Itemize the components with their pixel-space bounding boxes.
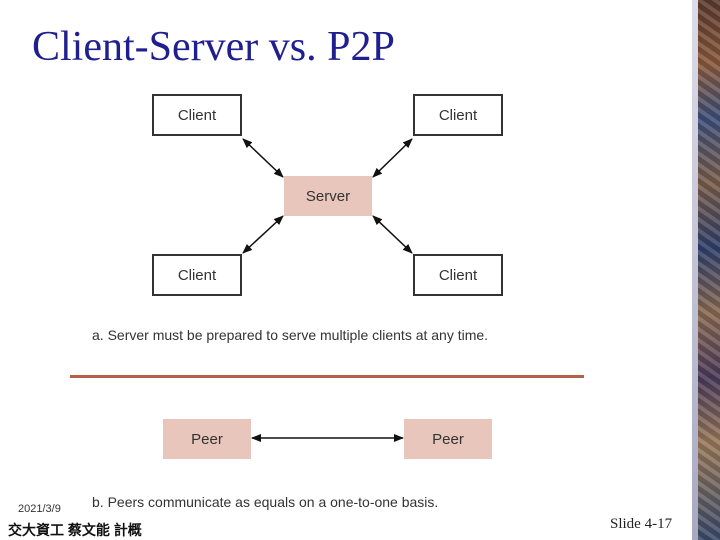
arrow-client-bottom-right (372, 215, 413, 254)
footer-organization: 交大資工 蔡文能 計概 (8, 522, 142, 538)
client-box-top-right: Client (413, 94, 503, 136)
footer-date: 2021/3/9 (18, 503, 61, 515)
caption-peer-to-peer: b. Peers communicate as equals on a one-… (92, 494, 439, 510)
client-box-bottom-right: Client (413, 254, 503, 296)
slide-number: Slide 4-17 (610, 516, 673, 532)
arrow-client-top-right (372, 138, 413, 178)
client-box-bottom-left: Client (152, 254, 242, 296)
client-box-top-left: Client (152, 94, 242, 136)
peer-box-right: Peer (404, 419, 492, 459)
slide-title: Client-Server vs. P2P (32, 24, 395, 70)
server-box: Server (284, 176, 372, 216)
arrow-client-top-left (242, 138, 284, 178)
arrow-client-bottom-left (242, 215, 284, 254)
decorative-side-strip (692, 0, 720, 540)
peer-box-left: Peer (163, 419, 251, 459)
caption-client-server: a. Server must be prepared to serve mult… (92, 327, 489, 343)
section-divider (70, 375, 584, 378)
